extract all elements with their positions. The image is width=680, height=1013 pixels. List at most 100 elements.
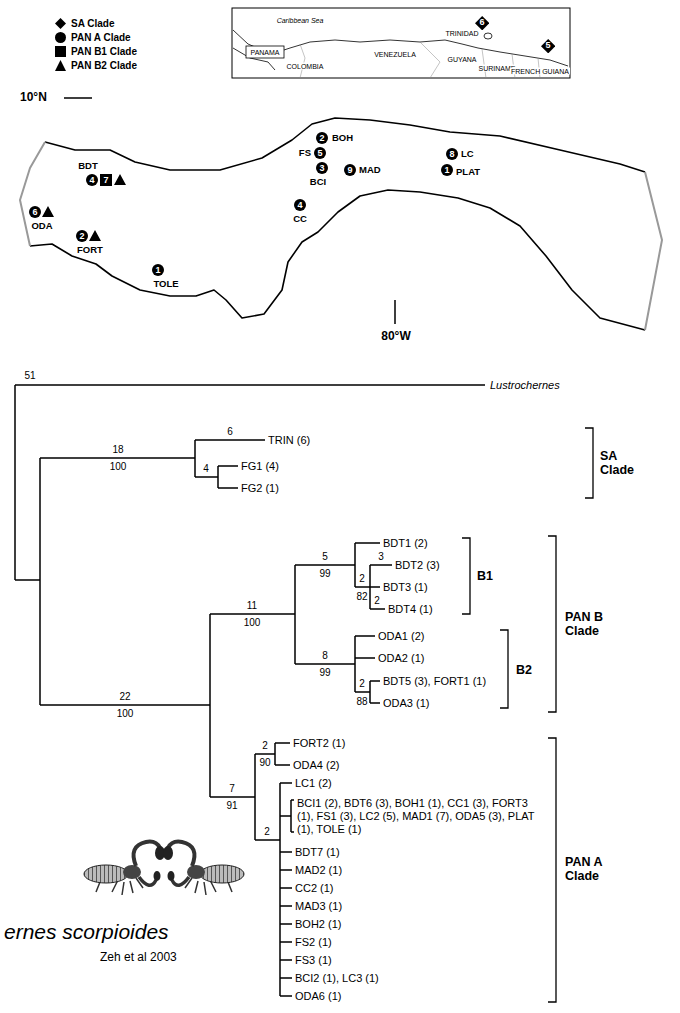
trinidad-island	[484, 33, 492, 39]
pseudoscorpion-illustration	[84, 842, 244, 895]
bootstrap-value: 99	[319, 667, 330, 679]
panama-map	[20, 98, 662, 330]
sample-site-marker: 6	[29, 206, 41, 218]
grid-tick	[64, 98, 395, 324]
sample-count: 4	[89, 176, 94, 185]
legend-text: PAN B2 Clade	[71, 60, 137, 71]
sample-site-marker: 9	[344, 164, 356, 176]
haplotype-label: BCI1 (2), BDT6 (3), BOH1 (1), CC1 (3), F…	[297, 797, 537, 836]
caribbean-coast	[45, 118, 645, 172]
clade-label: B1	[477, 569, 522, 583]
sample-site-marker: 2	[76, 230, 88, 242]
species-name: ernes scorpioides	[4, 920, 169, 944]
site-name: ODA	[31, 221, 52, 232]
haplotype-label: BDT2 (3)	[395, 559, 440, 572]
haplotype-label: FG2 (1)	[241, 482, 279, 495]
clade-bracket	[462, 428, 593, 1002]
haplotype-label: MAD3 (1)	[295, 900, 342, 913]
haplotype-label: FG1 (4)	[241, 460, 279, 473]
sample-site-marker: 1	[152, 264, 164, 276]
sample-count: 9	[347, 166, 352, 175]
bootstrap-value: 91	[226, 800, 237, 812]
latitude-label: 10°N	[20, 91, 47, 105]
site-name: MAD	[359, 165, 381, 176]
site-name: FORT	[77, 245, 103, 256]
bootstrap-value: 90	[259, 757, 270, 769]
branch-length: 2	[359, 573, 365, 585]
sample-site-marker: 5	[314, 147, 326, 159]
site-name: BCI	[310, 177, 326, 188]
legend-text: PAN A Clade	[71, 32, 131, 43]
bootstrap-value: 82	[356, 591, 367, 603]
site-name: BOH	[332, 133, 353, 144]
haplotype-label: FS2 (1)	[295, 936, 332, 949]
clade-label: SA Clade	[600, 449, 645, 478]
haplotype-label: FS3 (1)	[295, 954, 332, 967]
haplotype-label: BDT7 (1)	[295, 846, 340, 859]
sample-count: 6	[479, 18, 484, 27]
sample-count: 1	[155, 266, 160, 275]
country-name: PANAMA	[249, 49, 280, 56]
haplotype-label: TRIN (6)	[268, 434, 310, 447]
branch-length: 3	[378, 551, 384, 563]
bootstrap-value: 99	[319, 568, 330, 580]
panama-box	[246, 46, 284, 58]
bootstrap-value: 100	[110, 461, 127, 473]
legend-symbol	[55, 32, 66, 43]
inset-map	[232, 8, 570, 78]
haplotype-label: MAD2 (1)	[295, 864, 342, 877]
branch-length: 6	[227, 426, 233, 438]
haplotype-label: ODA1 (2)	[378, 630, 424, 643]
haplotype-label: ODA4 (2)	[293, 759, 339, 772]
sample-site-marker: 3	[316, 162, 328, 174]
haplotype-label: LC1 (2)	[295, 777, 332, 790]
branch-length: 2	[262, 740, 268, 752]
site-name: CC	[293, 214, 307, 225]
sea-name: Caribbean Sea	[276, 17, 325, 24]
pacific-coast	[30, 190, 645, 330]
haplotype-label: BDT4 (1)	[388, 603, 433, 616]
sample-site-marker: 1	[441, 164, 453, 176]
phylogeny	[15, 385, 593, 1002]
bootstrap-value: 100	[244, 617, 261, 629]
branch-length: 51	[24, 370, 35, 382]
site-name: LC	[461, 149, 474, 160]
country-name: VENEZUELA	[373, 51, 417, 58]
inset-border	[300, 42, 540, 78]
legend-text: PAN B1 Clade	[71, 46, 137, 57]
inset-coast	[233, 30, 568, 66]
longitude-label: 80°W	[381, 330, 410, 344]
sample-count: 3	[319, 164, 324, 173]
branch-length: 2	[264, 826, 270, 838]
pan-b2-marker	[42, 174, 126, 241]
legend-symbol	[55, 18, 66, 29]
legend-symbol	[55, 46, 66, 57]
sample-count: 6	[32, 208, 37, 217]
legend-text: SA Clade	[71, 18, 115, 29]
branch-length: 4	[203, 463, 209, 475]
haplotype-label: FORT2 (1)	[293, 737, 345, 750]
branch-length: 11	[247, 600, 257, 612]
sample-site-marker: 6	[475, 16, 489, 30]
sample-count: 5	[545, 41, 550, 50]
colombia-border	[645, 172, 662, 330]
sample-count: 5	[317, 149, 322, 158]
haplotype-label: ODA3 (1)	[383, 697, 429, 710]
inset-frame	[232, 8, 570, 78]
site-name: PLAT	[456, 167, 480, 178]
citation: Zeh et al 2003	[100, 951, 177, 965]
sample-count: 2	[319, 134, 324, 143]
sample-site-marker: 2	[316, 132, 328, 144]
legend-item: PAN B2 Clade	[55, 60, 137, 71]
site-name: TOLE	[153, 279, 178, 290]
sample-site-marker: 8	[446, 148, 458, 160]
bootstrap-value: 88	[356, 696, 367, 708]
branch-length: 8	[322, 650, 328, 662]
sample-site-marker: 4	[294, 199, 306, 211]
country-name: FRENCH GUIANA	[510, 68, 570, 75]
site-name: FS	[299, 148, 311, 159]
sample-count: 7	[103, 176, 108, 185]
country-name: GUYANA	[446, 56, 477, 63]
legend-item: SA Clade	[55, 18, 115, 29]
clade-label: B2	[516, 663, 561, 677]
